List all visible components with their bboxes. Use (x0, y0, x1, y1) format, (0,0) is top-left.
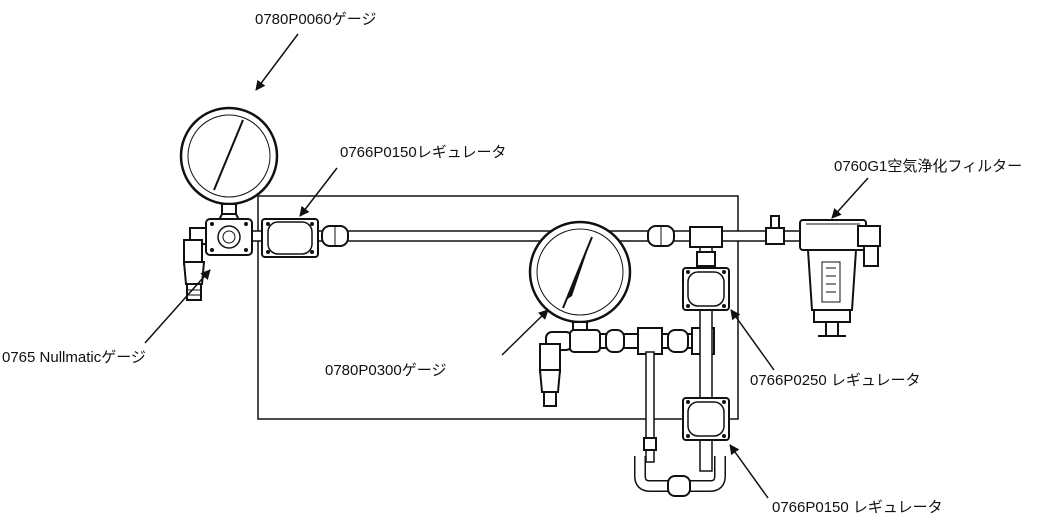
lower-manifold (538, 327, 715, 407)
union-fitting-1 (321, 225, 349, 247)
arrow-nullmatic (144, 269, 211, 344)
union-fitting-2 (647, 225, 675, 247)
arrow-regulator-mid (730, 309, 775, 371)
label-regulator-bottom: 0766P0150 レギュレータ (772, 499, 943, 516)
label-filter: 0760G1空気浄化フィルター (834, 158, 1022, 175)
mounting-panel (257, 195, 739, 420)
regulator-top (261, 218, 319, 258)
label-gauge-top: 0780P0060ゲージ (255, 11, 376, 28)
arrow-regulator-bottom (729, 444, 769, 499)
regulator-mid (682, 267, 730, 311)
label-nullmatic: 0765 Nullmaticゲージ (2, 349, 146, 366)
nullmatic-gauge (182, 261, 206, 301)
label-regulator-mid: 0766P0250 レギュレータ (750, 372, 921, 389)
air-filter (799, 219, 881, 337)
gauge-top (179, 106, 279, 223)
arrow-regulator-top (299, 167, 338, 217)
label-gauge-center: 0780P0300ゲージ (325, 362, 446, 379)
gauge-manifold-block (205, 218, 253, 256)
drop-pipe (643, 351, 657, 463)
bottom-loop (634, 456, 726, 497)
label-regulator-top: 0766P0150レギュレータ (340, 144, 506, 161)
leader-arrows (144, 33, 869, 499)
arrow-gauge-center (501, 309, 549, 356)
regulator-bottom (682, 397, 730, 441)
gauge-center (528, 220, 632, 333)
inline-valve (765, 215, 785, 245)
arrow-filter (831, 177, 869, 219)
arrow-gauge-top (255, 33, 299, 91)
